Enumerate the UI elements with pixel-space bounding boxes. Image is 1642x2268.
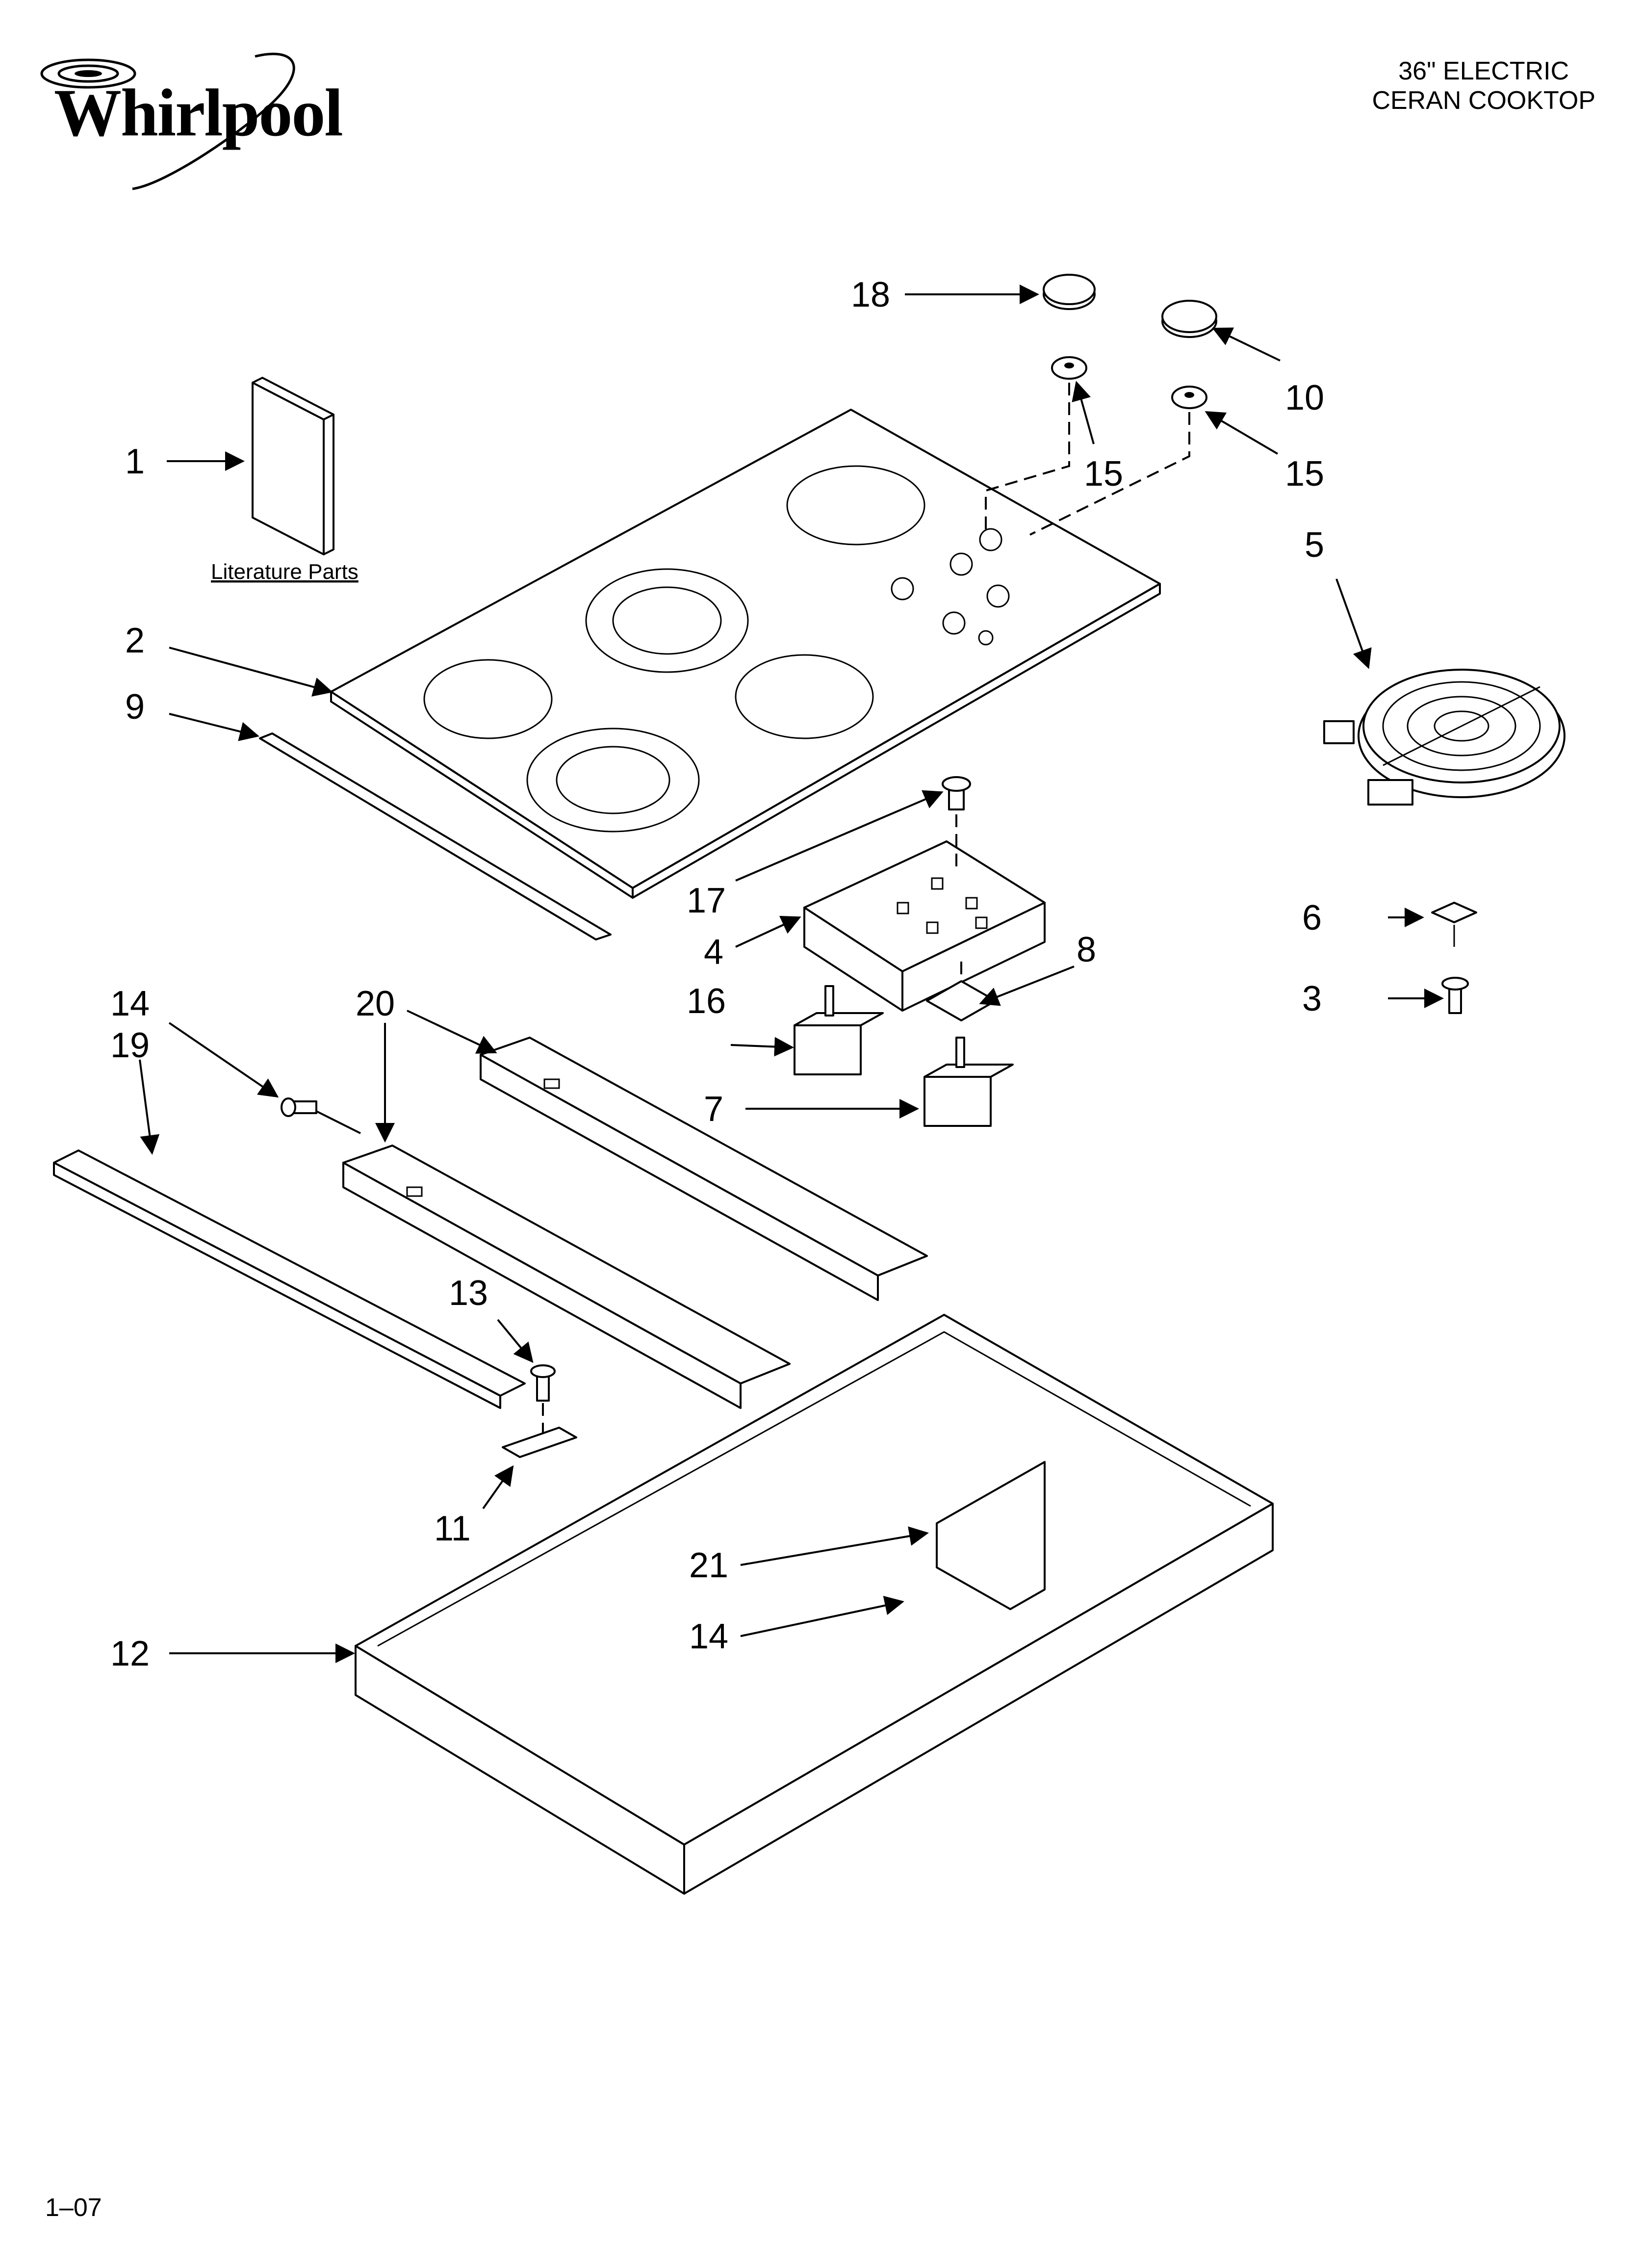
infinite-switches [794,962,1014,1127]
page-title: 36" ELECTRIC CERAN COOKTOP [1372,56,1595,115]
callout-14-bottom: 14 [689,1617,728,1656]
leader-lines [139,285,1444,1663]
callout-18: 18 [851,275,890,314]
swirl-icon [40,52,295,190]
literature-parts-label: Literature Parts [211,560,359,584]
callout-labels: 1 2 9 18 10 15 15 5 17 4 8 6 3 16 7 14 1… [110,275,1324,1673]
callout-20: 20 [356,984,395,1023]
callout-7: 7 [704,1090,723,1129]
control-module [803,776,1046,1012]
callout-4: 4 [704,933,723,972]
callout-15-left: 15 [1084,454,1123,494]
element-clip [1431,902,1477,1014]
title-line-2: CERAN COOKTOP [1372,86,1595,115]
literature-parts [252,377,334,555]
front-trim [259,732,612,940]
callout-17: 17 [687,881,726,920]
brand-name: Whirlpool [54,75,343,150]
callout-1: 1 [125,442,145,481]
support-brackets [342,1037,928,1409]
callout-12: 12 [110,1634,150,1673]
callout-19: 19 [110,1026,150,1065]
radiant-element [1323,669,1565,806]
callout-6: 6 [1302,898,1322,938]
glass-cooktop [330,409,1161,899]
callout-3: 3 [1302,979,1322,1018]
control-knobs [985,274,1217,536]
callout-9: 9 [125,687,145,727]
callout-16: 16 [687,982,726,1021]
callout-2: 2 [125,621,145,660]
callout-10: 10 [1285,378,1324,417]
callout-15-right: 15 [1285,454,1324,494]
page-code: 1–07 [45,2193,102,2222]
callout-13: 13 [449,1274,488,1313]
callout-21: 21 [689,1546,728,1585]
callout-8: 8 [1077,930,1096,969]
callout-14-top: 14 [110,984,150,1023]
whirlpool-logo [20,47,334,209]
callout-11: 11 [434,1509,471,1548]
callout-5: 5 [1305,525,1324,565]
cooktop-box [355,1314,1274,1895]
rear-channel [53,1149,526,1409]
title-line-1: 36" ELECTRIC [1398,57,1569,85]
